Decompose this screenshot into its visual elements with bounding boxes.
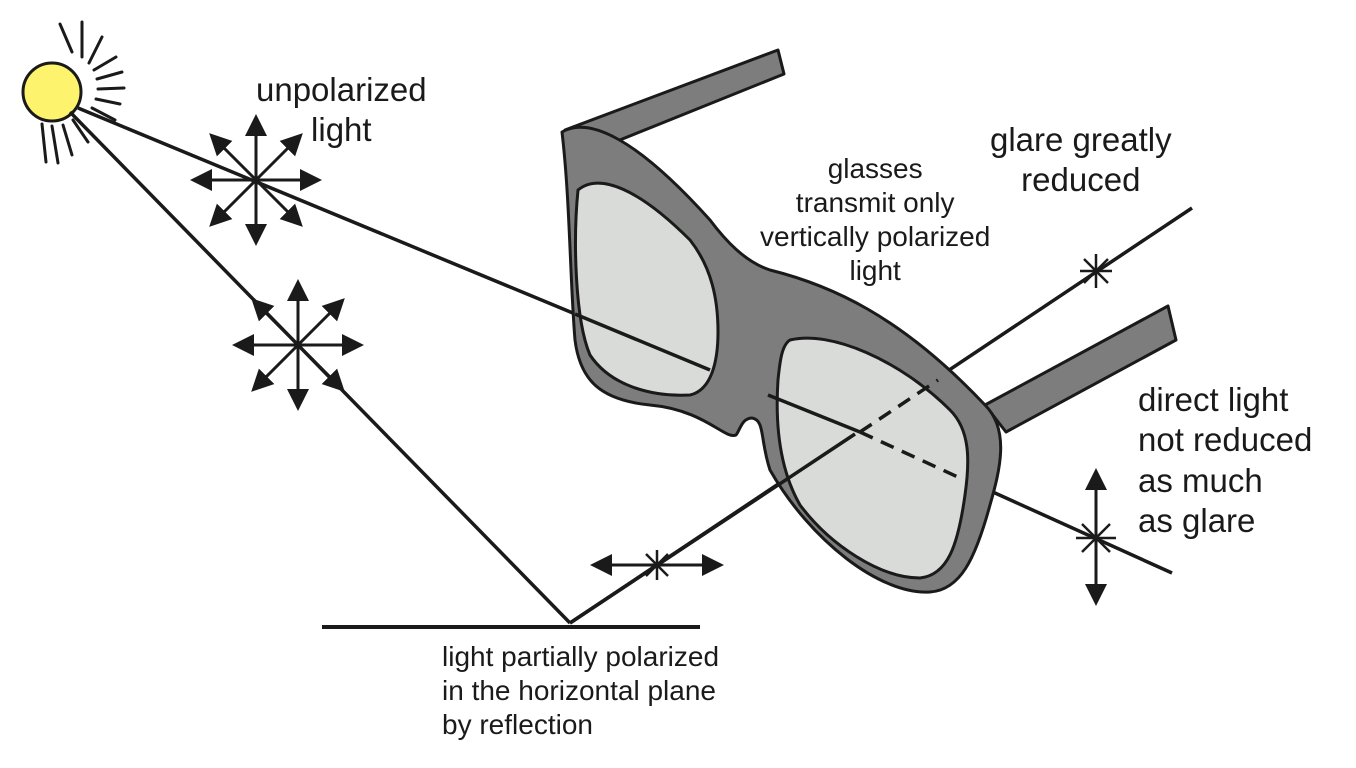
- label-reflection: light partially polarized in the horizon…: [442, 640, 719, 742]
- label-line: as much: [1138, 461, 1263, 499]
- reduced-glare-star-icon: [1080, 254, 1112, 288]
- label-line: by reflection: [442, 709, 593, 741]
- label-glare-reduced: glare greatly reduced: [990, 120, 1172, 201]
- unpolarized-arrows-icon-lower: [232, 279, 364, 411]
- label-line: light: [849, 255, 901, 287]
- label-line: as glare: [1138, 501, 1256, 539]
- label-glasses-transmit: glasses transmit only vertically polariz…: [760, 152, 990, 289]
- label-line: transmit only: [795, 187, 955, 219]
- label-line: reduced: [1021, 161, 1141, 199]
- label-line: direct light: [1138, 381, 1289, 418]
- rays-through-lens: [569, 312, 961, 625]
- label-direct-light: direct light not reduced as much as glar…: [1138, 380, 1312, 541]
- polarization-arrows-icon: [590, 550, 724, 580]
- label-line: light: [311, 111, 372, 149]
- label-line: in the horizontal plane: [442, 675, 716, 707]
- label-line: not reduced: [1138, 421, 1313, 459]
- glasses-illustration: [560, 48, 1178, 594]
- label-line: glare greatly: [990, 121, 1172, 158]
- label-line: glasses: [827, 153, 923, 184]
- label-line: vertically polarized: [760, 221, 991, 253]
- label-line: light partially polarized: [442, 641, 720, 672]
- unpolarized-arrows-icon: [190, 114, 322, 246]
- vertical-polarization-arrows-icon: [1076, 468, 1116, 606]
- label-line: unpolarized: [256, 71, 427, 108]
- sun-icon: [21, 20, 126, 165]
- label-unpolarized-light: unpolarized light: [256, 70, 427, 151]
